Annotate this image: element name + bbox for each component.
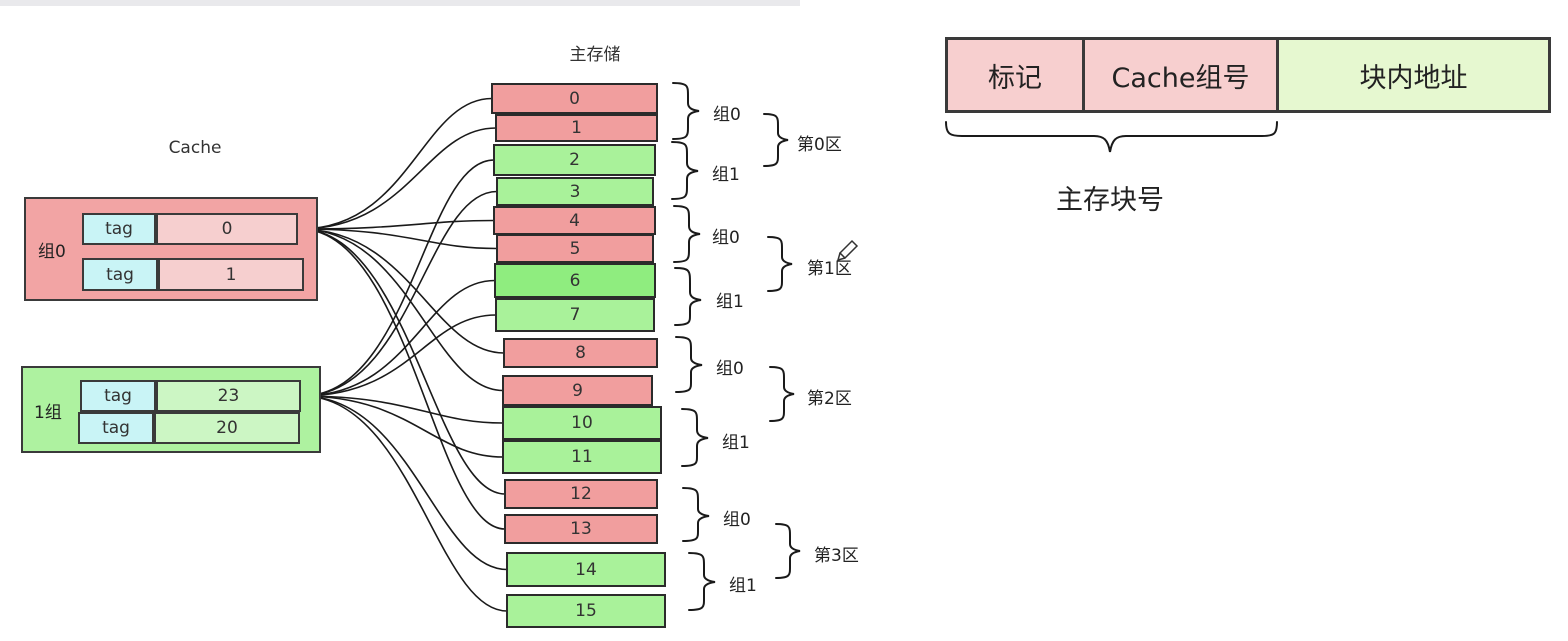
group-brace <box>672 82 700 140</box>
mapping-line <box>300 390 508 571</box>
memory-block: 11 <box>502 440 662 474</box>
group-brace <box>681 408 709 467</box>
memory-block: 7 <box>495 298 655 332</box>
group-label: 组0 <box>712 228 740 248</box>
memory-block: 1 <box>495 114 658 142</box>
cache-set-0-label: 组0 <box>38 242 66 262</box>
mapping-line <box>298 223 506 530</box>
memory-block: 14 <box>506 552 666 587</box>
mapping-line <box>298 223 505 354</box>
cache-line-value: 0 <box>156 213 298 245</box>
tag-field: 标记 <box>948 40 1085 110</box>
group-label: 组0 <box>716 359 744 379</box>
cache-title: Cache <box>168 138 222 158</box>
address-brace <box>945 121 1278 153</box>
tag-cell: tag <box>82 258 158 291</box>
mapping-line <box>300 279 496 402</box>
cache-line-value: 23 <box>156 380 301 412</box>
group-brace <box>682 487 710 542</box>
zone-label: 第0区 <box>797 135 842 155</box>
mapping-line <box>298 223 504 392</box>
group-label: 组0 <box>713 105 741 125</box>
group-brace <box>688 552 716 611</box>
memory-block: 9 <box>502 375 653 406</box>
zone-brace <box>769 366 795 422</box>
mapping-line <box>300 390 504 458</box>
main-memory-title: 主存储 <box>569 45 621 65</box>
group-brace <box>674 267 702 326</box>
zone-brace <box>767 236 793 292</box>
block-offset-field: 块内地址 <box>1279 40 1548 110</box>
zone-brace <box>775 523 801 579</box>
group-label: 组1 <box>722 433 750 453</box>
mapping-line <box>298 219 495 235</box>
tag-cell: tag <box>78 412 154 444</box>
zone-label: 第1区 <box>807 259 852 279</box>
memory-block: 3 <box>496 177 654 206</box>
memory-block: 2 <box>493 144 656 176</box>
cache-set-1-label: 1组 <box>34 403 62 423</box>
group-brace <box>671 141 699 200</box>
memory-block: 4 <box>493 206 656 235</box>
main-memory-block-number-label: 主存块号 <box>1056 185 1164 216</box>
zone-label: 第3区 <box>814 546 859 566</box>
cache-line-value: 1 <box>158 258 304 291</box>
zone-label: 第2区 <box>807 389 852 409</box>
memory-block: 0 <box>491 83 658 114</box>
tag-cell: tag <box>80 380 156 412</box>
mapping-line <box>298 97 493 235</box>
mapping-line <box>300 159 495 402</box>
memory-block: 10 <box>502 406 662 440</box>
mapping-line <box>300 314 497 402</box>
mapping-line <box>298 127 497 235</box>
mapping-line <box>300 390 504 424</box>
memory-block: 12 <box>504 479 658 509</box>
group-brace <box>675 336 703 393</box>
mapping-line <box>300 190 498 402</box>
cache-line-value: 20 <box>154 412 300 444</box>
memory-block: 6 <box>494 263 656 298</box>
memory-block: 15 <box>506 594 666 628</box>
memory-block: 8 <box>503 338 658 368</box>
memory-block: 5 <box>496 234 654 263</box>
group-label: 组1 <box>716 292 744 312</box>
mapping-line <box>300 390 508 612</box>
zone-brace <box>763 113 789 167</box>
group-label: 组1 <box>729 576 757 596</box>
mapping-line <box>298 223 498 250</box>
memory-block: 13 <box>504 514 658 544</box>
group-label: 组1 <box>712 165 740 185</box>
group-brace <box>673 205 701 263</box>
address-format: 标记 Cache组号 块内地址 <box>945 37 1551 113</box>
cache-set-field: Cache组号 <box>1085 40 1279 110</box>
mapping-line <box>298 223 506 495</box>
top-bar <box>0 0 800 6</box>
tag-cell: tag <box>82 213 156 245</box>
group-label: 组0 <box>723 510 751 530</box>
